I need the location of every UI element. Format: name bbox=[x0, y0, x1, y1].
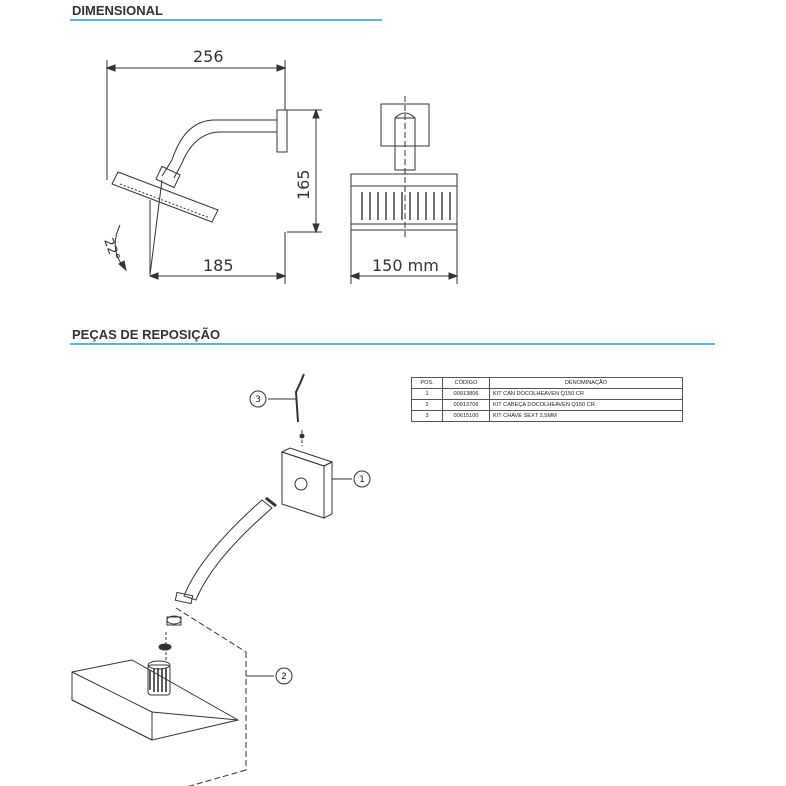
row-code: 00913806 bbox=[442, 388, 490, 400]
row-code: 00913706 bbox=[442, 399, 490, 411]
table-row: 3 00615100 KIT CHAVE SEXT 2,5MM bbox=[411, 410, 683, 422]
dimensional-rule bbox=[70, 19, 382, 21]
dim-label-185: 185 bbox=[203, 256, 234, 275]
row-name: KIT CHAVE SEXT 2,5MM bbox=[489, 410, 683, 422]
parts-table-header: POS. CÓDIGO DENOMINAÇÃO bbox=[411, 377, 683, 389]
callout-2-circle bbox=[275, 667, 293, 685]
row-pos: 3 bbox=[411, 410, 443, 422]
dimensional-title: DIMENSIONAL bbox=[72, 3, 163, 18]
row-name: KIT CABEÇA DOCOLHEAVEN Q150 CR bbox=[489, 399, 683, 411]
dim-label-165: 165 bbox=[294, 169, 313, 200]
table-row: 1 00913806 KIT CAN DOCOLHEAVEN Q150 CR bbox=[411, 388, 683, 400]
table-row: 2 00913706 KIT CABEÇA DOCOLHEAVEN Q150 C… bbox=[411, 399, 683, 411]
dim-label-150mm: 150 mm bbox=[372, 256, 439, 275]
parts-table: POS. CÓDIGO DENOMINAÇÃO 1 00913806 KIT C… bbox=[411, 377, 683, 422]
callout-1-label: 1 bbox=[359, 475, 365, 485]
dim-label-256: 256 bbox=[193, 47, 224, 66]
row-code: 00615100 bbox=[442, 410, 490, 422]
header-code: CÓDIGO bbox=[442, 377, 490, 389]
parts-title: PEÇAS DE REPOSIÇÃO bbox=[72, 327, 221, 342]
callout-1-circle bbox=[353, 470, 371, 488]
header-name: DENOMINAÇÃO bbox=[489, 377, 683, 389]
header-pos: POS. bbox=[411, 377, 443, 389]
row-pos: 1 bbox=[411, 388, 443, 400]
row-name: KIT CAN DOCOLHEAVEN Q150 CR bbox=[489, 388, 683, 400]
callout-3-label: 3 bbox=[255, 395, 261, 405]
dim-label-angle: 22° bbox=[100, 236, 122, 263]
callout-2-label: 2 bbox=[281, 672, 287, 682]
callout-3-circle bbox=[249, 390, 267, 408]
row-pos: 2 bbox=[411, 399, 443, 411]
parts-rule bbox=[70, 343, 715, 345]
